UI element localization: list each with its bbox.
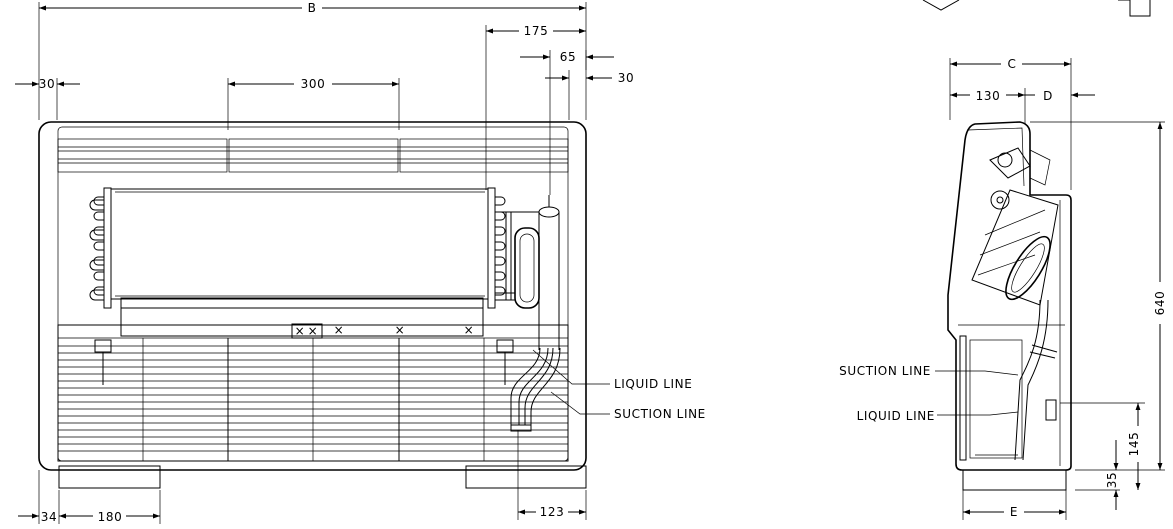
svg-text:×: × <box>395 323 406 337</box>
dim-label-c: C <box>1008 57 1017 71</box>
dim-liquid-height: 145 <box>1127 403 1141 490</box>
drain-pan <box>120 297 484 337</box>
label-liquid-line-front: LIQUID LINE <box>614 377 692 391</box>
dim-front-depth: 130 <box>950 89 1025 103</box>
dim-pipe-offset-1: 175 <box>486 24 586 38</box>
svg-text:×: × <box>464 323 475 337</box>
dim-rear-depth: D <box>1025 89 1095 103</box>
dim-left-offset-bottom: 34 <box>18 510 57 524</box>
dim-label-640: 640 <box>1153 291 1167 316</box>
dim-foot-height: 35 <box>1105 440 1119 510</box>
top-discharge-grille <box>57 138 569 173</box>
label-suction-line-front: SUCTION LINE <box>614 407 706 421</box>
dim-label-145: 145 <box>1127 432 1141 457</box>
dim-label-65: 65 <box>560 50 576 64</box>
dim-depth: C <box>950 57 1071 71</box>
dim-label-180: 180 <box>98 510 123 524</box>
svg-text:×: × <box>295 324 306 338</box>
dim-label-130: 130 <box>976 89 1001 103</box>
dim-label-35: 35 <box>1105 472 1119 488</box>
coil-heat-exchanger <box>89 187 506 309</box>
dim-label-30-left: 30 <box>39 77 55 91</box>
front-view: B 175 65 30 30 300 <box>15 1 706 524</box>
dim-foot-width: 180 <box>59 510 160 524</box>
dim-label-d: D <box>1043 89 1053 103</box>
side-piping <box>969 299 1058 461</box>
side-extension-lines <box>949 58 1165 520</box>
dim-label-300: 300 <box>301 77 326 91</box>
lower-return-grille <box>57 324 569 462</box>
side-leaders <box>935 370 1019 416</box>
view-direction-arrow-icon <box>922 0 1151 17</box>
dim-label-e: E <box>1010 505 1018 519</box>
dim-label-175: 175 <box>524 24 549 38</box>
dim-height: 640 <box>1153 122 1167 470</box>
dim-pipe-offset-3: 30 <box>545 71 634 85</box>
dim-pipe-to-foot: 123 <box>518 505 586 519</box>
refrigerant-piping <box>495 195 561 432</box>
dim-base-depth: E <box>963 505 1066 519</box>
label-liquid-line-side: LIQUID LINE <box>857 409 935 423</box>
front-extension-lines <box>38 2 587 524</box>
side-housing <box>947 121 1072 491</box>
fan-assembly <box>971 147 1059 306</box>
dim-left-offset-top: 30 <box>15 77 80 91</box>
svg-text:×: × <box>334 323 345 337</box>
svg-text:×: × <box>308 324 319 338</box>
dim-grille-width: 300 <box>228 77 399 91</box>
label-suction-line-side: SUCTION LINE <box>839 364 931 378</box>
dim-label-b: B <box>308 1 317 15</box>
dim-label-34: 34 <box>41 510 57 524</box>
dim-overall-width: B <box>39 1 586 15</box>
dim-label-123: 123 <box>540 505 565 519</box>
dim-label-30-right: 30 <box>618 71 634 85</box>
dim-pipe-offset-2: 65 <box>520 50 614 64</box>
front-leaders <box>532 349 610 415</box>
feet <box>58 465 587 489</box>
side-view: C 130 D 640 145 35 <box>839 57 1167 520</box>
